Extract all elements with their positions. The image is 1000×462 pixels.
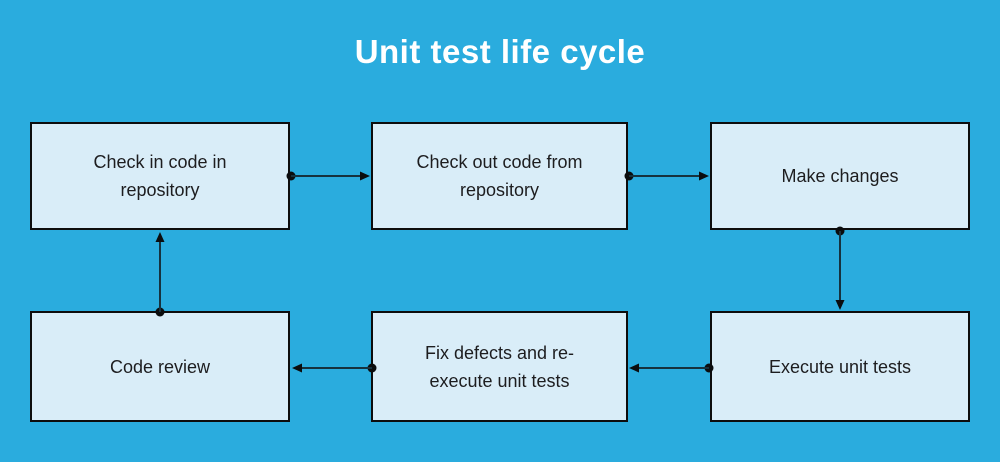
arrowhead-left-icon	[629, 363, 639, 373]
node-execute-tests: Execute unit tests	[710, 311, 970, 422]
arrow-execute-tests-to-fix-defects	[629, 363, 714, 373]
arrowhead-up-icon	[155, 232, 165, 242]
arrow-code-review-to-check-in	[155, 232, 165, 317]
diagram-title: Unit test life cycle	[354, 33, 646, 70]
arrow-check-in-to-check-out	[286, 171, 370, 181]
arrowhead-down-icon	[835, 300, 845, 310]
node-make-changes: Make changes	[710, 122, 970, 230]
node-fix-defects: Fix defects and re- execute unit tests	[371, 311, 628, 422]
node-check-in-code-label: Check in code in repository	[93, 152, 227, 200]
arrow-make-changes-to-execute-tests	[835, 226, 845, 310]
arrowhead-right-icon	[699, 171, 709, 181]
arrow-check-out-to-make-changes	[624, 171, 709, 181]
node-check-out-code: Check out code from repository	[371, 122, 628, 230]
arrow-fix-defects-to-code-review	[292, 363, 377, 373]
node-execute-tests-label: Execute unit tests	[768, 356, 912, 377]
node-check-in-code: Check in code in repository	[30, 122, 290, 230]
node-code-review: Code review	[30, 311, 290, 422]
node-make-changes-label: Make changes	[781, 166, 899, 186]
arrowhead-left-icon	[292, 363, 302, 373]
node-fix-defects-label: Fix defects and re- execute unit tests	[424, 342, 575, 391]
node-code-review-label: Code review	[109, 356, 211, 377]
node-check-out-code-label: Check out code from repository	[416, 152, 583, 200]
arrowhead-right-icon	[360, 171, 370, 181]
